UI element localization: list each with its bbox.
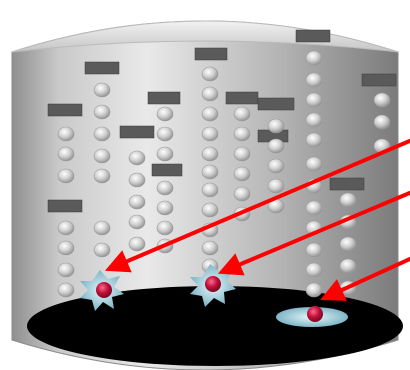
bead [93, 242, 111, 258]
bead [93, 82, 111, 98]
bead [128, 150, 146, 166]
bead [93, 220, 111, 236]
bead [305, 262, 323, 278]
bead [57, 168, 75, 184]
bead [156, 220, 174, 236]
bead [305, 200, 323, 216]
bead [201, 182, 219, 198]
bead [201, 106, 219, 122]
bead [233, 186, 251, 202]
bead [93, 126, 111, 142]
bead [233, 146, 251, 162]
bead [373, 92, 391, 108]
brick [47, 103, 83, 117]
brick-group [47, 29, 397, 213]
arrow-icon [104, 138, 410, 301]
brick [194, 47, 228, 61]
bead [156, 126, 174, 142]
bead [57, 240, 75, 256]
brick [295, 29, 331, 43]
bead [305, 92, 323, 108]
bead [57, 282, 75, 298]
bead [57, 146, 75, 162]
bead [156, 180, 174, 196]
bead [233, 166, 251, 182]
brick [151, 163, 183, 177]
brick [329, 177, 365, 191]
bead [233, 106, 251, 122]
bead [201, 240, 219, 256]
bead [156, 200, 174, 216]
bead [128, 236, 146, 252]
bead [156, 106, 174, 122]
bead [305, 282, 323, 298]
bead [201, 66, 219, 82]
bead [267, 178, 285, 194]
brick [361, 73, 397, 87]
bead [305, 112, 323, 128]
bead [267, 118, 285, 134]
brick [119, 125, 155, 139]
bead [305, 156, 323, 172]
bead [57, 220, 75, 236]
bead [201, 86, 219, 102]
bead [201, 202, 219, 218]
bead [305, 72, 323, 88]
bead [305, 132, 323, 148]
bead [128, 194, 146, 210]
brick [257, 97, 295, 111]
bead [128, 172, 146, 188]
bead [57, 262, 75, 278]
bead [267, 158, 285, 174]
bead [93, 104, 111, 120]
pellet-icon [96, 276, 323, 322]
bead [57, 126, 75, 142]
bead [93, 148, 111, 164]
bead [201, 126, 219, 142]
brick [47, 199, 83, 213]
bead [201, 146, 219, 162]
bead [267, 138, 285, 154]
bead [156, 146, 174, 162]
bead [339, 192, 357, 208]
brick [147, 91, 181, 105]
bead [339, 236, 357, 252]
brick [84, 61, 120, 75]
bead [339, 258, 357, 274]
bead [233, 126, 251, 142]
bead [373, 114, 391, 130]
bead [128, 214, 146, 230]
bead [305, 242, 323, 258]
brick [225, 91, 259, 105]
bead [201, 164, 219, 180]
drum-opening [27, 286, 403, 366]
bead [93, 168, 111, 184]
bead [305, 50, 323, 66]
